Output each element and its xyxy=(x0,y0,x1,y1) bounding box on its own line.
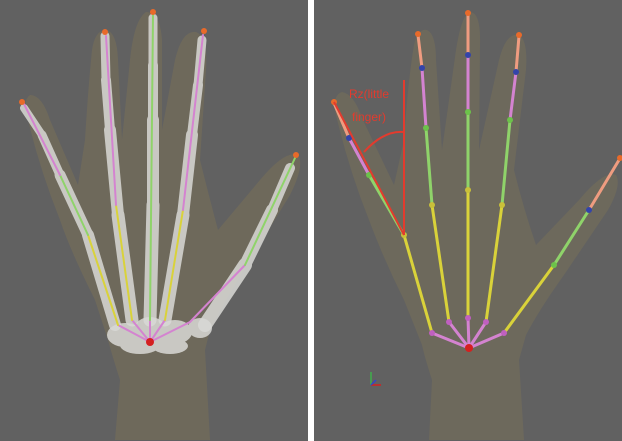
rotation-label-line2: finger) xyxy=(352,111,386,123)
axis-gizmo xyxy=(371,372,381,385)
left-hand-skeleton-panel xyxy=(0,0,308,441)
hand-silhouette xyxy=(335,12,618,440)
rotation-label-line1: Rz(little xyxy=(349,88,389,100)
right-hand-render xyxy=(314,0,622,441)
left-hand-render xyxy=(0,0,308,441)
wrist-root-joint xyxy=(146,338,154,346)
right-hand-rig-panel: Rz(little finger) xyxy=(314,0,622,441)
wrist-root-joint xyxy=(465,344,473,352)
finger-bones xyxy=(24,18,290,325)
